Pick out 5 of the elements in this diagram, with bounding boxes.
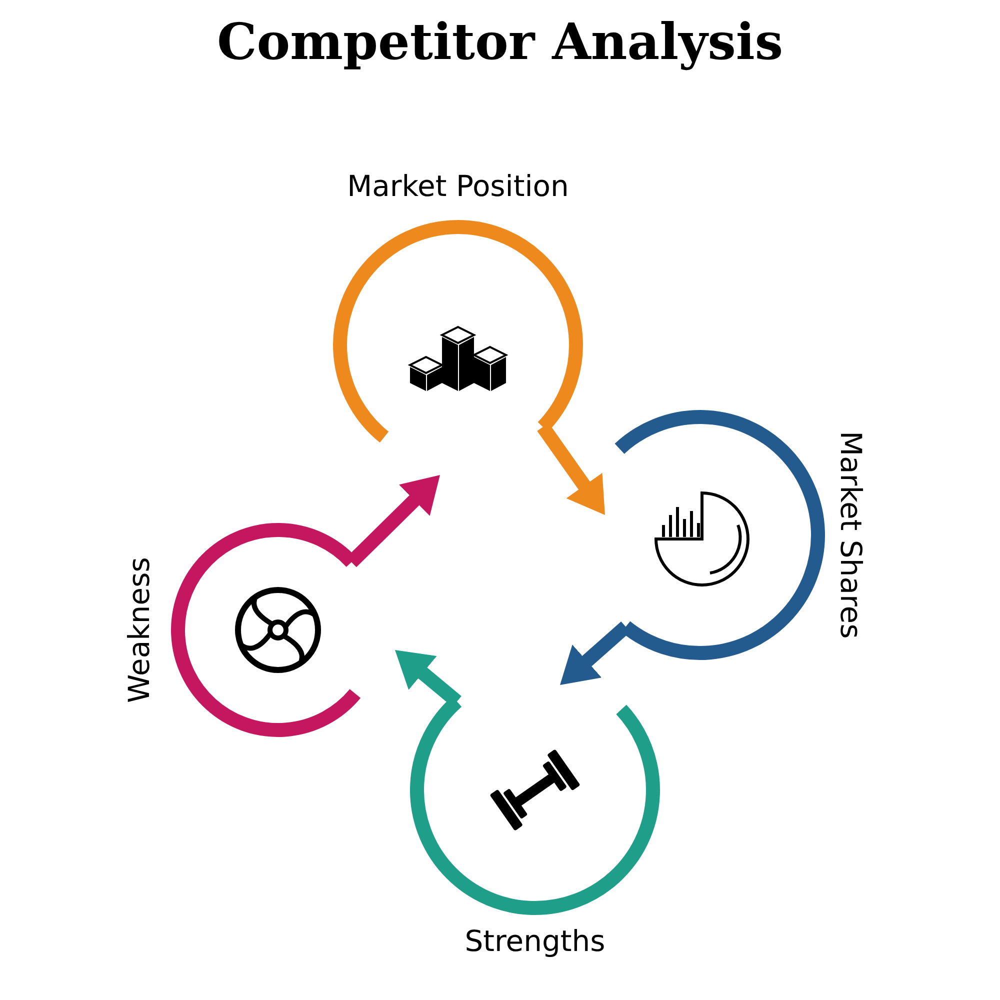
step-label: Market Position (346, 169, 570, 203)
step-label: Strengths (464, 924, 606, 958)
step-label: Weakness (122, 556, 156, 705)
step-label: Market Shares (834, 430, 868, 641)
title: Competitor Analysis (216, 12, 784, 71)
